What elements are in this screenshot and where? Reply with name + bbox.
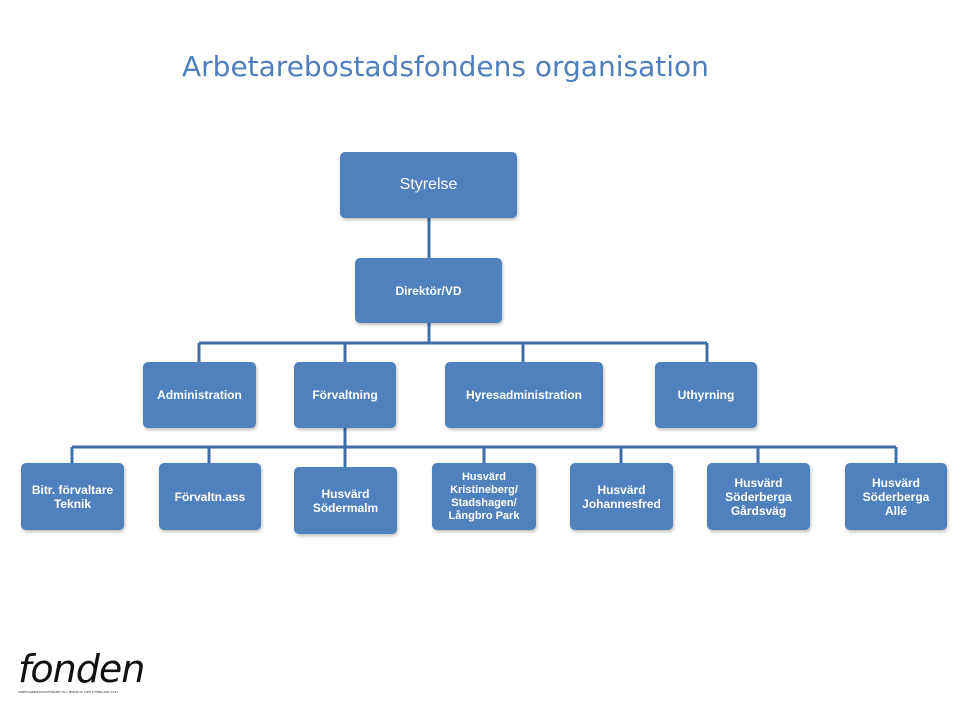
org-box-hyresadministration: Hyresadministration — [445, 362, 603, 428]
fonden-logo: fonden ARBETAREBOSTADSFONDEN TILL MINNE … — [18, 647, 145, 694]
page-title: Arbetarebostadsfondens organisation — [182, 50, 709, 83]
org-box-husvard-soderberga-alle: Husvärd Söderberga Allé — [845, 463, 947, 530]
logo-tagline: ARBETAREBOSTADSFONDEN TILL MINNE AV DEN … — [18, 690, 119, 694]
org-box-uthyrning: Uthyrning — [655, 362, 757, 428]
org-box-administration: Administration — [143, 362, 256, 428]
org-box-direktor: Direktör/VD — [355, 258, 502, 323]
org-box-husvard-johannesfred: Husvärd Johannesfred — [570, 463, 673, 530]
org-box-styrelse: Styrelse — [340, 152, 517, 218]
org-box-husvard-sodermalm: Husvärd Södermalm — [294, 467, 397, 534]
org-box-forvaltning: Förvaltning — [294, 362, 396, 428]
org-box-forvaltn-ass: Förvaltn.ass — [159, 463, 261, 530]
logo-wordmark: fonden — [18, 647, 145, 691]
org-box-bitr-forvaltare: Bitr. förvaltare Teknik — [21, 463, 124, 530]
org-box-husvard-kristineberg: Husvärd Kristineberg/ Stadshagen/ Långbr… — [432, 463, 536, 530]
org-box-husvard-soderberga-gardsvag: Husvärd Söderberga Gårdsväg — [707, 463, 810, 530]
